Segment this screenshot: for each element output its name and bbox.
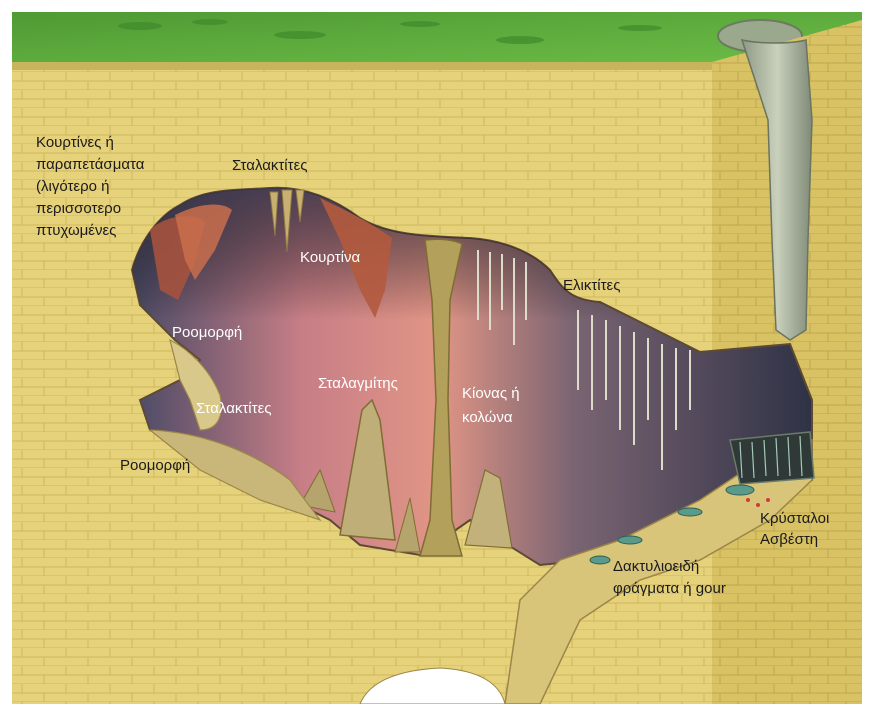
- label-curtain: Κουρτίνα: [300, 249, 360, 266]
- label-column-line1: Κίονας ή: [462, 385, 520, 402]
- label-curtains-line4: περισσοτερο: [36, 200, 121, 217]
- label-flowstone-upper: Ροομορφή: [172, 324, 242, 341]
- label-helictites: Ελικτίτες: [563, 277, 620, 294]
- label-stalactites-lower: Σταλακτίτες: [196, 400, 271, 417]
- label-calcite-line2: Ασβέστη: [760, 531, 818, 548]
- label-stalactites-top: Σταλακτίτες: [232, 157, 307, 174]
- label-stalagmite: Σταλαγμίτης: [318, 375, 398, 392]
- label-rimstone-line2: φράγματα ή gour: [613, 580, 726, 597]
- rock-top-edge: [12, 62, 712, 70]
- label-column-line2: κολώνα: [462, 409, 513, 426]
- label-curtains-line5: πτυχωμένες: [36, 222, 116, 239]
- label-calcite-line1: Κρύσταλοι: [760, 510, 829, 527]
- label-curtains-line3: (λιγότερο ή: [36, 178, 109, 195]
- label-curtains-line2: παραπετάσματα: [36, 156, 145, 173]
- label-curtains-line1: Κουρτίνες ή: [36, 134, 114, 151]
- label-rimstone-line1: Δακτυλιοειδή: [613, 558, 699, 575]
- label-flowstone-lower: Ροομορφή: [120, 457, 190, 474]
